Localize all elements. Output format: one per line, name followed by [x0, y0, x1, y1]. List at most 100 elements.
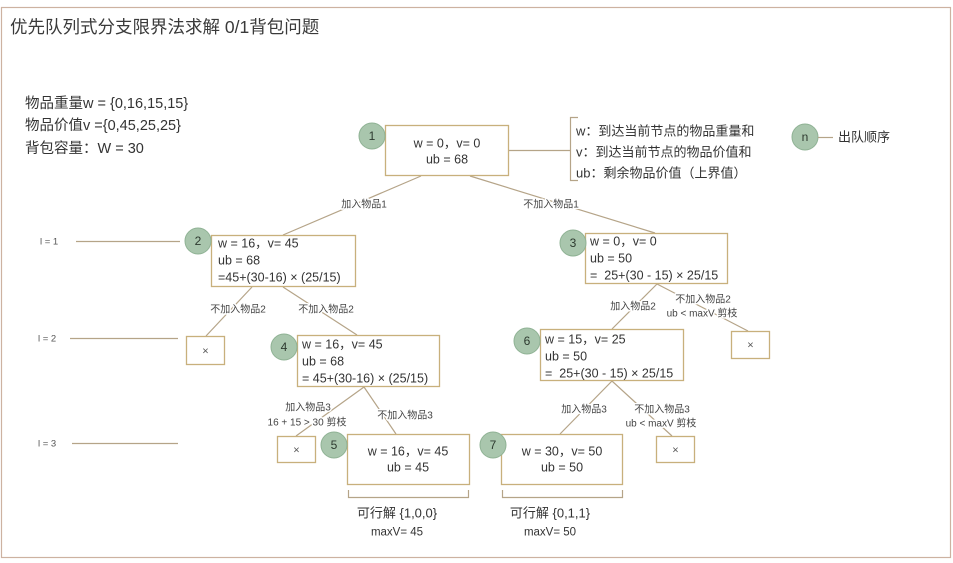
node-upper-bound: ub = 50 — [541, 461, 583, 475]
node-state: w = 30，v= 50 — [521, 445, 603, 459]
pruned-node-level2-left: × — [185, 335, 226, 366]
branch-label: 不加入物品1 — [523, 198, 579, 211]
pruned-mark: × — [672, 445, 678, 457]
tree-node-2: w = 16，v= 45 ub = 68 =45+(30-16) × (25/1… — [184, 227, 357, 288]
node-upper-bound: ub = 50 — [590, 252, 632, 266]
tree-edges — [205, 175, 749, 437]
feasible-solution: 可行解 {1,0,0} — [357, 506, 438, 521]
node-bound-formula: =45+(30-16) × (25/15) — [218, 271, 341, 285]
dequeue-order-number: 2 — [195, 234, 202, 248]
definition-w: w：到达当前节点的物品重量和 — [575, 124, 754, 139]
diagram-title: 优先队列式分支限界法求解 0/1背包问题 — [10, 17, 319, 37]
edge-n6-n7 — [559, 380, 613, 435]
order-legend-label: 出队顺序 — [838, 130, 890, 145]
prune-reason: ub < maxV 剪枝 — [626, 417, 697, 430]
dequeue-order-number: 4 — [281, 340, 288, 354]
branch-label: 不加入物品2 — [675, 293, 731, 306]
node-box — [584, 232, 729, 285]
node-state: w = 0，v= 0 — [413, 137, 481, 151]
level-label-1: l = 1 — [40, 237, 58, 248]
node-bound-formula: = 25+(30 - 15) × 25/15 — [590, 269, 718, 283]
knapsack-capacity: 背包容量：W = 30 — [25, 140, 144, 157]
order-legend-marker: n — [802, 130, 809, 144]
tree-node-6: w = 15，v= 25 ub = 50 = 25+(30 - 15) × 25… — [513, 327, 685, 382]
node-state: w = 16，v= 45 — [367, 445, 449, 459]
branch-label: 不加入物品3 — [634, 403, 690, 416]
node-upper-bound: ub = 68 — [218, 254, 260, 268]
pruned-box — [276, 435, 317, 464]
pruned-mark: × — [747, 340, 753, 352]
node-box — [384, 124, 510, 177]
solution-2: 可行解 {0,1,1} maxV= 50 — [501, 490, 624, 539]
level-label-3: l = 3 — [38, 439, 56, 450]
tree-node-1: w = 0，v= 0 ub = 68 1 — [358, 122, 510, 177]
definition-ub: ub：剩余物品价值（上界值） — [576, 166, 746, 181]
node-upper-bound: ub = 68 — [426, 153, 468, 167]
node-box — [346, 433, 471, 486]
node-state: w = 16，v= 45 — [301, 338, 383, 352]
dequeue-order-badge — [320, 431, 348, 459]
edge-n2-pruned — [205, 286, 253, 337]
definition-v: v：到达当前节点的物品价值和 — [576, 145, 752, 160]
diagram-frame — [0, 6, 952, 559]
solution-bracket — [501, 490, 624, 499]
node-state: w = 0，v= 0 — [589, 235, 657, 249]
branch-label: 加入物品3 — [285, 401, 331, 414]
branch-label: 不加入物品2 — [298, 303, 354, 316]
node-upper-bound: ub = 68 — [302, 355, 344, 369]
node-box — [210, 234, 357, 288]
node-box — [500, 433, 624, 486]
prune-reason: ub < maxV 剪枝 — [667, 307, 738, 320]
pruned-box — [655, 435, 696, 464]
dequeue-order-number: 7 — [490, 438, 497, 452]
edge-n4-pruned — [295, 386, 365, 437]
edge-n1-n2 — [282, 175, 422, 236]
edge-n6-pruned — [611, 380, 673, 437]
node-bound-formula: = 25+(30 - 15) × 25/15 — [545, 367, 673, 381]
branch-label: 加入物品2 — [610, 300, 656, 313]
edge-n3-pruned — [656, 283, 749, 332]
node-state: w = 15，v= 25 — [544, 333, 626, 347]
dequeue-order-badge — [270, 333, 298, 361]
problem-info: 物品重量w = {0,16,15,15} 物品价值v ={0,45,25,25}… — [25, 95, 188, 157]
dequeue-order-number: 1 — [369, 129, 376, 143]
dequeue-order-number: 5 — [331, 438, 338, 452]
edge-n1-n3 — [469, 175, 656, 234]
edge-n4-n5 — [363, 386, 397, 435]
node-box — [296, 334, 441, 388]
branch-labels: 加入物品1 不加入物品1 不加入物品2 不加入物品2 加入物品2 不加入物品2 … — [209, 196, 739, 431]
dequeue-order-badge — [559, 229, 587, 257]
solution-1: 可行解 {1,0,0} maxV= 45 — [347, 490, 470, 539]
dequeue-order-number: 3 — [570, 236, 577, 250]
item-values: 物品价值v ={0,45,25,25} — [25, 117, 181, 134]
max-value: maxV= 50 — [524, 527, 576, 539]
pruned-box — [730, 330, 771, 360]
dequeue-order-badge — [184, 227, 212, 255]
order-legend: n 出队顺序 — [791, 123, 890, 151]
level-label-2: l = 2 — [38, 334, 56, 345]
definitions-legend: w：到达当前节点的物品重量和 v：到达当前节点的物品价值和 ub：剩余物品价值（… — [508, 116, 754, 182]
pruned-node-level3-left: × — [276, 435, 317, 464]
tree-node-4: w = 16，v= 45 ub = 68 = 45+(30-16) × (25/… — [270, 333, 441, 388]
branch-label: 加入物品1 — [341, 198, 387, 211]
pruned-node-level3-right: × — [655, 435, 696, 464]
branch-label: 不加入物品3 — [377, 409, 433, 422]
dequeue-order-badge — [513, 327, 541, 355]
pruned-box — [185, 335, 226, 366]
dequeue-order-badge — [358, 122, 386, 150]
pruned-node-level2-right: × — [730, 330, 771, 360]
node-state: w = 16，v= 45 — [217, 237, 299, 251]
prune-reason: 16 + 15 > 30 剪枝 — [268, 416, 347, 429]
tree-node-3: w = 0，v= 0 ub = 50 = 25+(30 - 15) × 25/1… — [559, 229, 729, 285]
pruned-mark: × — [202, 346, 208, 358]
legend-bracket — [569, 116, 578, 182]
node-upper-bound: ub = 45 — [387, 461, 429, 475]
node-box — [539, 328, 685, 382]
node-bound-formula: = 45+(30-16) × (25/15) — [302, 372, 428, 386]
node-upper-bound: ub = 50 — [545, 350, 587, 364]
branch-label: 不加入物品2 — [210, 303, 266, 316]
level-markers: l = 1 l = 2 l = 3 — [38, 237, 180, 450]
solution-bracket — [347, 490, 470, 499]
branch-label: 加入物品3 — [561, 403, 607, 416]
